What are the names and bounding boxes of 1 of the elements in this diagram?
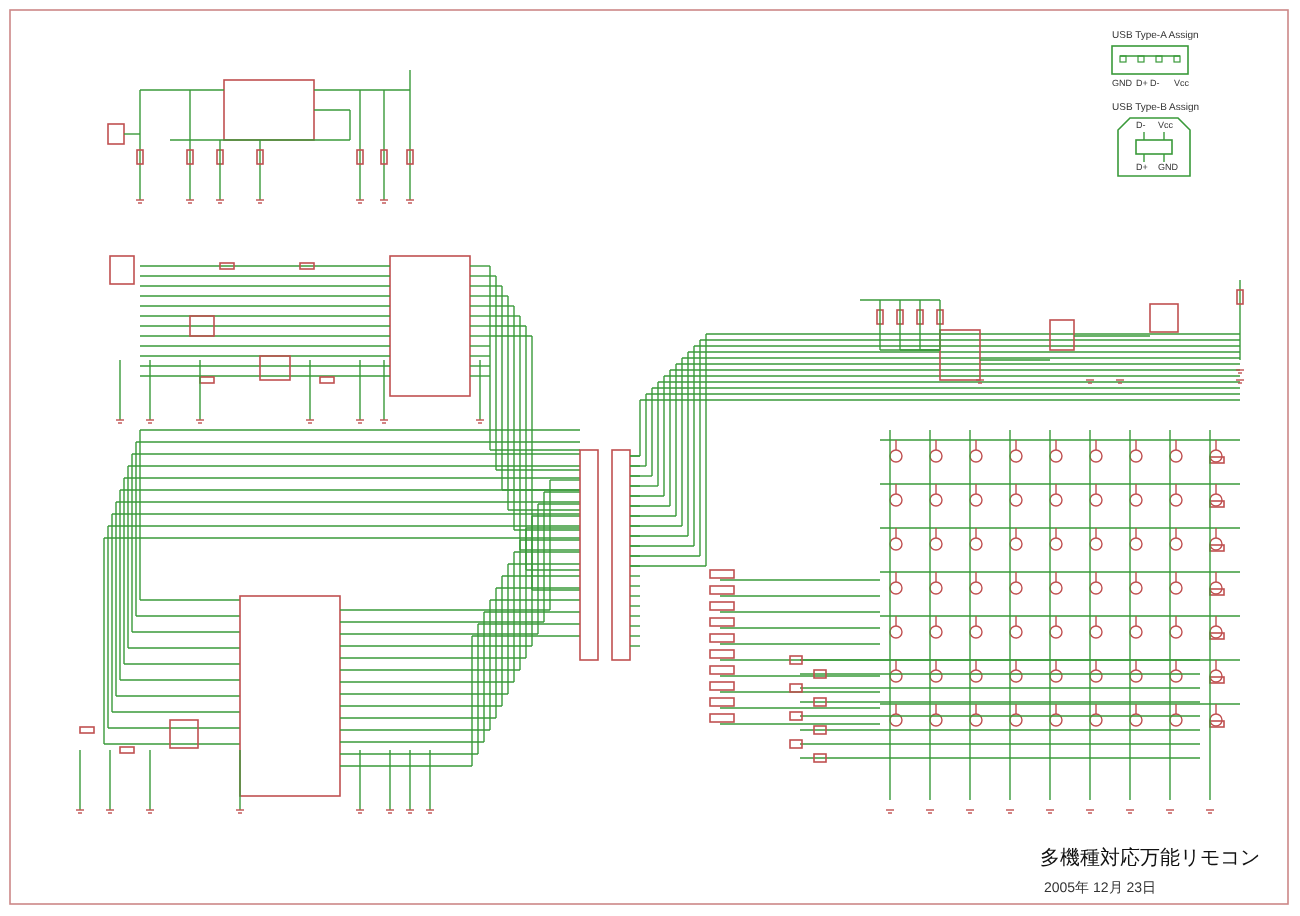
drawing-title: 多機種対応万能リモコン (1040, 850, 1260, 870)
